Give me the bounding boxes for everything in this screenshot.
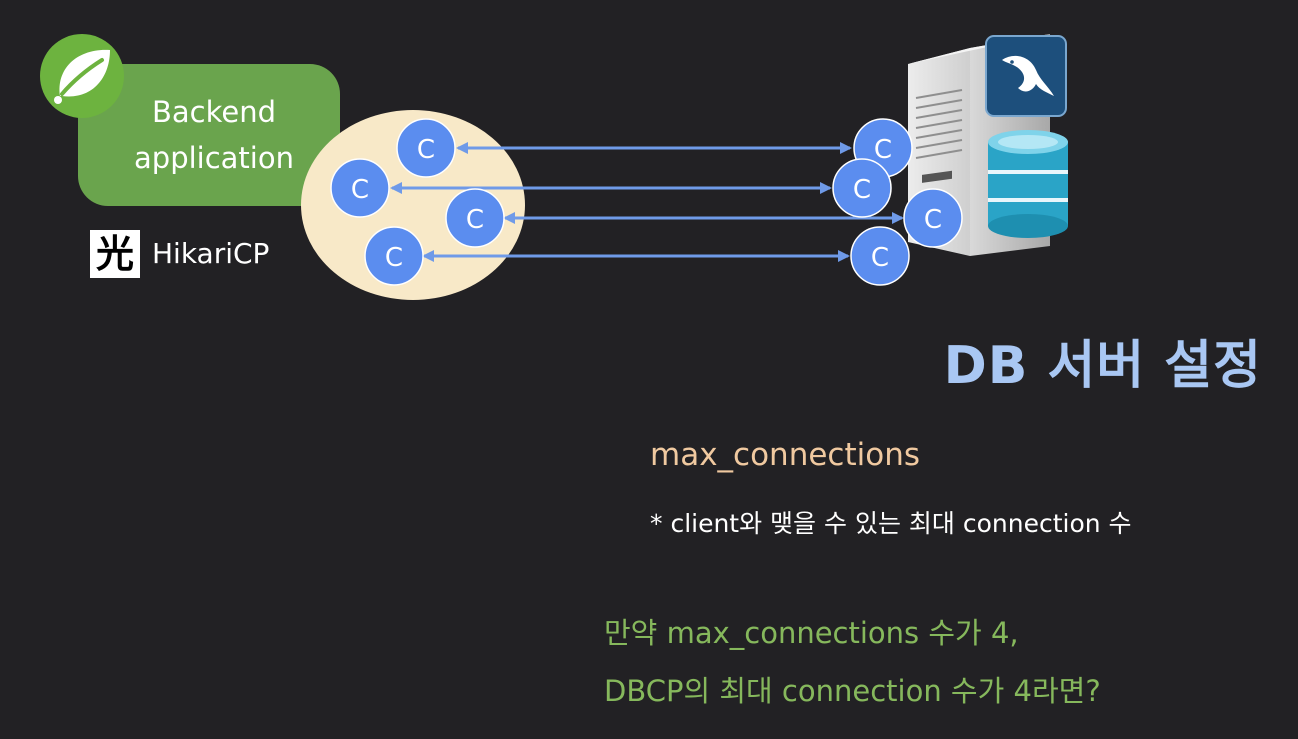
backend-label-line2: application bbox=[134, 141, 294, 175]
svg-text:C: C bbox=[351, 175, 369, 205]
spring-leaf-icon bbox=[40, 34, 124, 118]
client-connection-3: C bbox=[445, 188, 505, 248]
server-connection-3: C bbox=[903, 188, 963, 248]
hikaricp-label: HikariCP bbox=[152, 237, 270, 270]
parameter-description: * client와 맺을 수 있는 최대 connection 수 bbox=[650, 509, 1132, 538]
svg-text:C: C bbox=[853, 175, 871, 205]
svg-text:C: C bbox=[385, 243, 403, 273]
question-line-1: 만약 max_connections 수가 4, bbox=[604, 616, 1019, 650]
backend-label-line1: Backend bbox=[151, 95, 276, 129]
parameter-name: max_connections bbox=[650, 437, 920, 473]
svg-text:C: C bbox=[417, 135, 435, 165]
svg-text:C: C bbox=[871, 243, 889, 273]
question-line-2: DBCP의 최대 connection 수가 4라면? bbox=[604, 674, 1101, 708]
slide-title: DB 서버 설정 bbox=[943, 336, 1262, 396]
hikaricp-logo: 光 bbox=[90, 230, 140, 278]
server-connection-2: C bbox=[832, 158, 892, 218]
client-connection-2: C bbox=[330, 158, 390, 218]
mysql-dolphin-icon bbox=[985, 35, 1067, 117]
client-connection-4: C bbox=[364, 226, 424, 286]
svg-text:C: C bbox=[874, 135, 892, 165]
database-cylinder-icon bbox=[988, 130, 1068, 238]
svg-text:C: C bbox=[466, 205, 484, 235]
svg-text:C: C bbox=[924, 205, 942, 235]
server-connection-4: C bbox=[850, 226, 910, 286]
client-connection-1: C bbox=[396, 118, 456, 178]
